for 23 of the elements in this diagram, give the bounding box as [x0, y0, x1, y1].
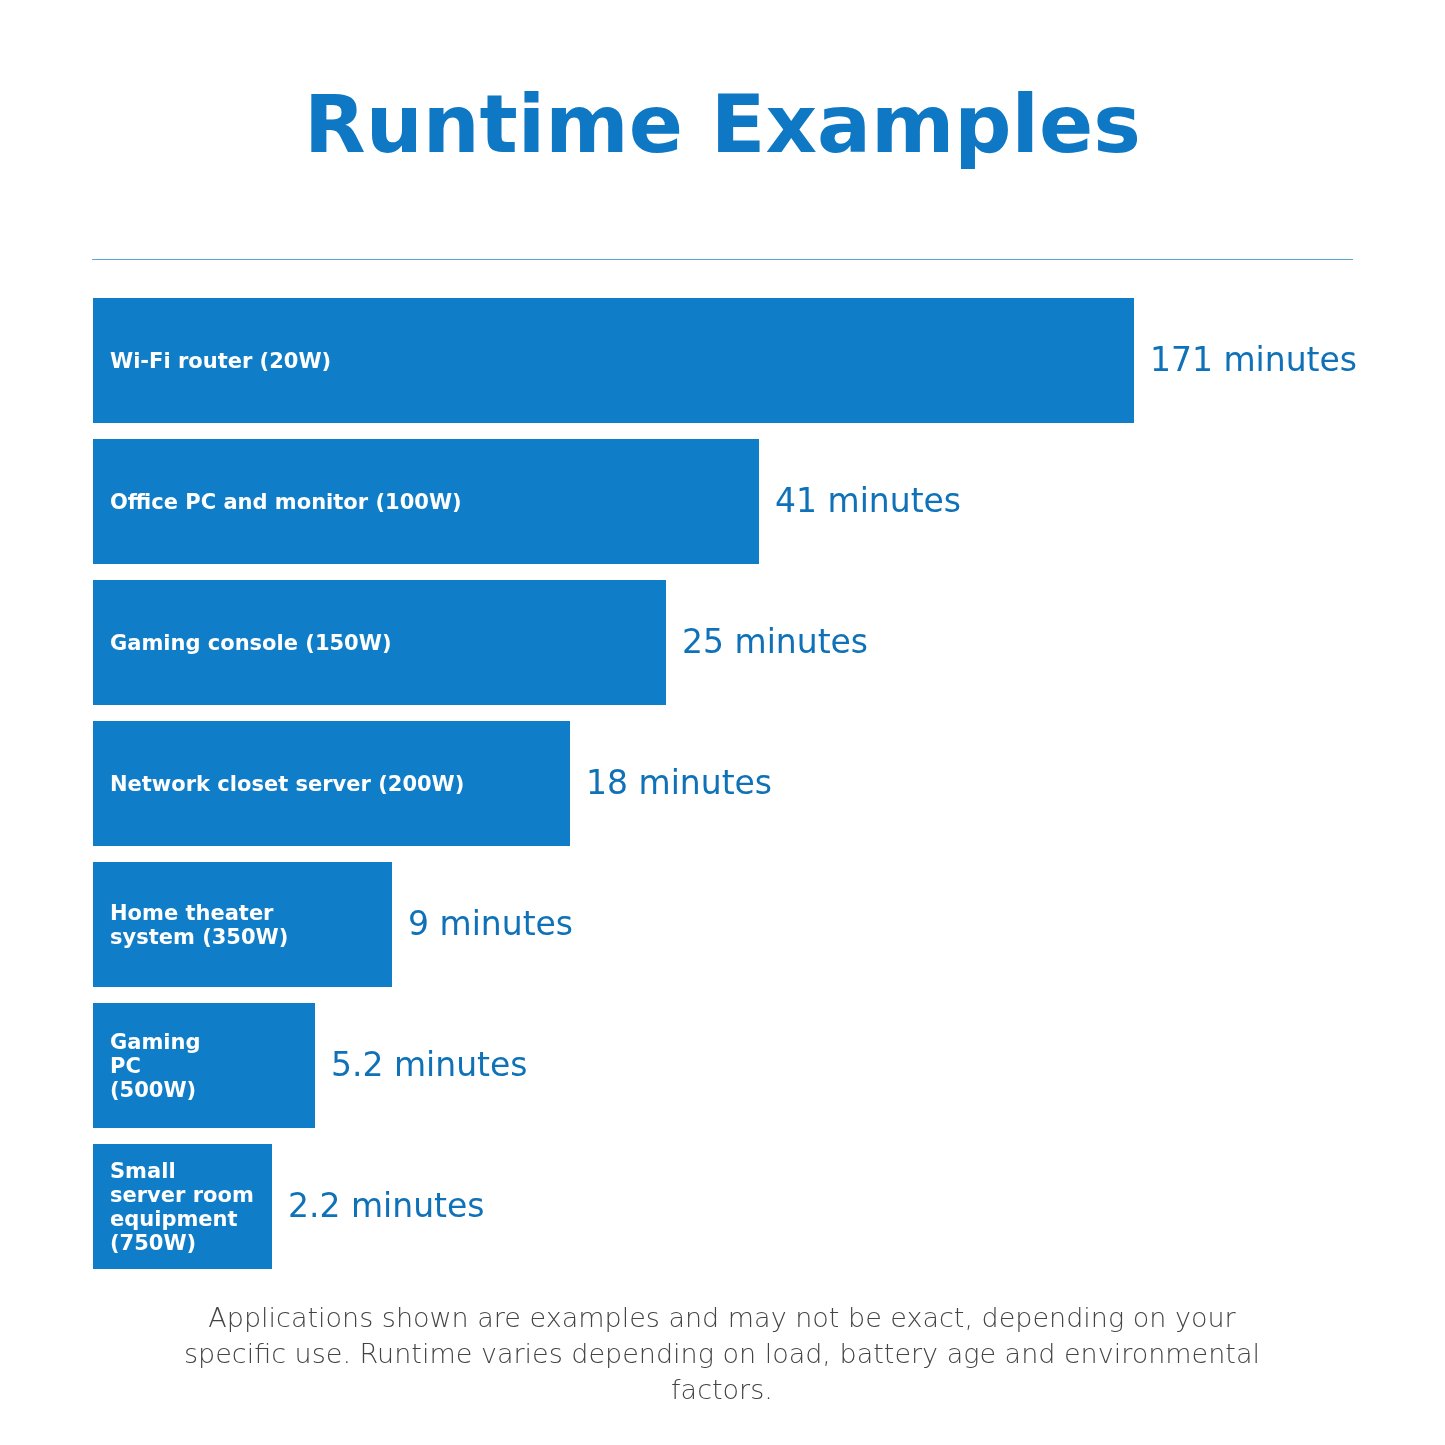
bar-label: Wi-Fi router (20W) — [110, 348, 332, 373]
value-label: 171 minutes — [1150, 340, 1358, 379]
bar-label: Gaming PC (500W) — [110, 1029, 202, 1102]
value-label: 9 minutes — [408, 904, 574, 943]
footnote: Applications shown are examples and may not be exact, depending on your specific use. Runtime varies depending on load, battery age and environmental factors. — [183, 1301, 1261, 1407]
value-label: 25 minutes — [682, 622, 869, 661]
bar — [93, 1144, 272, 1269]
value-label: 18 minutes — [586, 763, 773, 802]
bar — [93, 721, 570, 846]
bar — [93, 439, 759, 564]
value-label: 2.2 minutes — [288, 1186, 485, 1225]
value-label: 41 minutes — [775, 481, 962, 520]
bar-label: Network closet server (200W) — [110, 771, 465, 796]
bar — [93, 862, 392, 987]
bar-label: Small server room equipment (750W) — [110, 1158, 255, 1255]
bar-label: Home theater system (350W) — [110, 900, 290, 949]
bar-label: Gaming console (150W) — [110, 630, 392, 655]
bar — [93, 1003, 315, 1128]
bar-label: Office PC and monitor (100W) — [110, 489, 462, 514]
bar — [93, 580, 666, 705]
chart-title: Runtime Examples — [303, 78, 1142, 171]
bar — [93, 298, 1134, 423]
value-label: 5.2 minutes — [331, 1045, 528, 1084]
